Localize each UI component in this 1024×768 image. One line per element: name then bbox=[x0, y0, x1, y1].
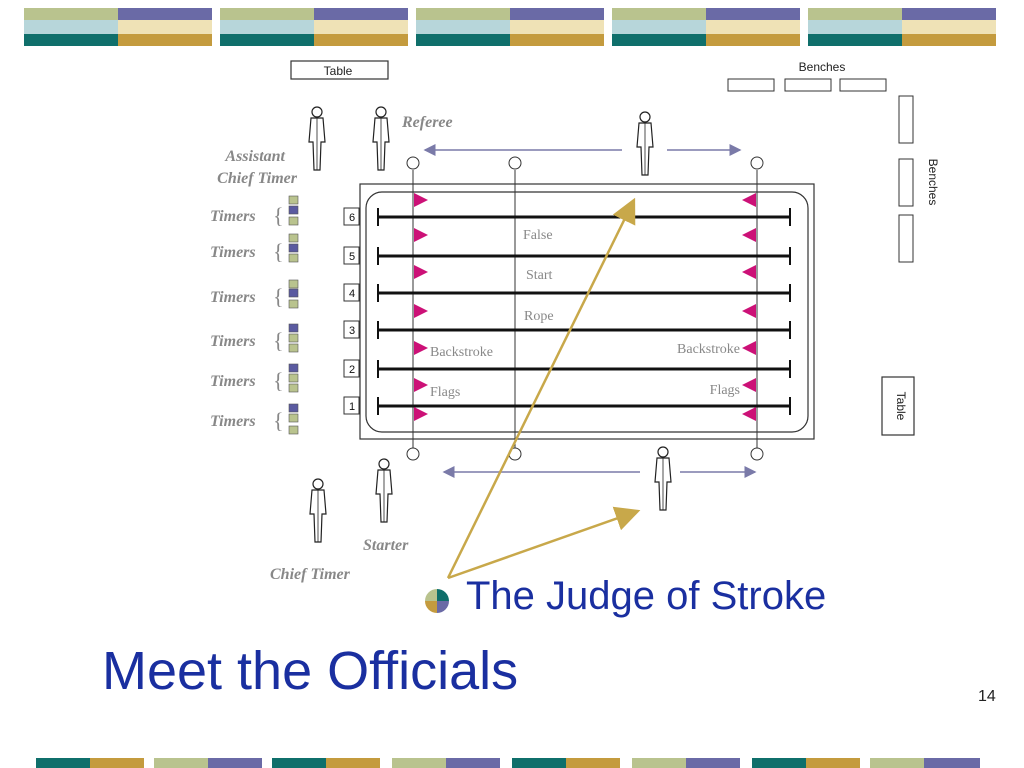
header-bar-block bbox=[808, 8, 996, 46]
timers-brace: { bbox=[273, 408, 284, 433]
bench-right bbox=[898, 214, 914, 263]
right-table bbox=[881, 376, 915, 436]
top-table-label: Table bbox=[324, 64, 353, 78]
bench-top bbox=[727, 78, 775, 92]
timers-brace: { bbox=[273, 328, 284, 353]
timers-brace: { bbox=[273, 239, 284, 264]
pointer-line bbox=[446, 197, 636, 579]
backstroke-flags-right bbox=[742, 193, 756, 421]
backstroke-flags-left bbox=[414, 193, 428, 421]
timers-label: Timers bbox=[210, 413, 256, 430]
page-number: 14 bbox=[978, 688, 996, 705]
header-bar-block bbox=[416, 8, 604, 46]
lane-number: 2 bbox=[349, 364, 355, 376]
timers-label: Timers bbox=[210, 289, 256, 306]
flags-label-right: Flags bbox=[710, 383, 740, 398]
bench-right bbox=[898, 158, 914, 207]
benches-right-label: Benches bbox=[926, 159, 940, 206]
flag-post bbox=[750, 156, 764, 170]
bench-top bbox=[839, 78, 887, 92]
timers-label: Timers bbox=[210, 333, 256, 350]
false-start-label: Start bbox=[526, 268, 553, 283]
lane-number: 4 bbox=[349, 288, 355, 300]
slide-title: Meet the Officials bbox=[102, 641, 519, 701]
chief-timer-label: Chief Timer bbox=[270, 566, 351, 583]
bench-top bbox=[784, 78, 832, 92]
lane-number: 3 bbox=[349, 325, 355, 337]
official-figure bbox=[636, 111, 654, 176]
bench-right bbox=[898, 95, 914, 144]
timers-label: Timers bbox=[210, 373, 256, 390]
official-figure bbox=[308, 106, 326, 171]
false-start-label: False bbox=[523, 228, 553, 243]
timers-brace: { bbox=[273, 368, 284, 393]
benches-top-label: Benches bbox=[799, 60, 846, 74]
lane-number: 6 bbox=[349, 212, 355, 224]
timers-brace: { bbox=[273, 284, 284, 309]
bullet-icon bbox=[425, 589, 449, 613]
flag-post bbox=[406, 447, 420, 461]
referee-label: Referee bbox=[401, 114, 453, 131]
lane-number: 5 bbox=[349, 251, 355, 263]
official-figure bbox=[372, 106, 390, 171]
official-figure bbox=[654, 446, 672, 511]
starter-label: Starter bbox=[363, 537, 409, 554]
timers-label: Timers bbox=[210, 244, 256, 261]
top-table bbox=[290, 60, 389, 80]
flag-post bbox=[406, 156, 420, 170]
pool-inner bbox=[365, 191, 809, 433]
right-table-label: Table bbox=[894, 392, 908, 421]
header-bar-block bbox=[220, 8, 408, 46]
backstroke-label-left: Backstroke bbox=[430, 345, 493, 360]
false-start-label: Rope bbox=[524, 309, 554, 324]
header-bar-block bbox=[612, 8, 800, 46]
rope-post bbox=[508, 156, 522, 170]
backstroke-label-right: Backstroke bbox=[677, 342, 740, 357]
header-bar-block bbox=[24, 8, 212, 46]
timers-brace: { bbox=[273, 203, 284, 228]
flags-label-left: Flags bbox=[430, 385, 460, 400]
official-figure bbox=[375, 458, 393, 523]
flag-post bbox=[750, 447, 764, 461]
pointer-line bbox=[447, 506, 641, 580]
official-figure bbox=[309, 478, 327, 543]
lane-ropes bbox=[378, 215, 790, 408]
assistant-chief-timer-label: Assistant bbox=[224, 148, 285, 165]
bullet-judge-of-stroke: The Judge of Stroke bbox=[466, 574, 827, 618]
timer-squares bbox=[288, 195, 299, 435]
assistant-chief-timer-label: Chief Timer bbox=[217, 170, 298, 187]
timers-label: Timers bbox=[210, 208, 256, 225]
lane-number-boxes bbox=[343, 207, 360, 415]
lane-number: 1 bbox=[349, 401, 355, 413]
